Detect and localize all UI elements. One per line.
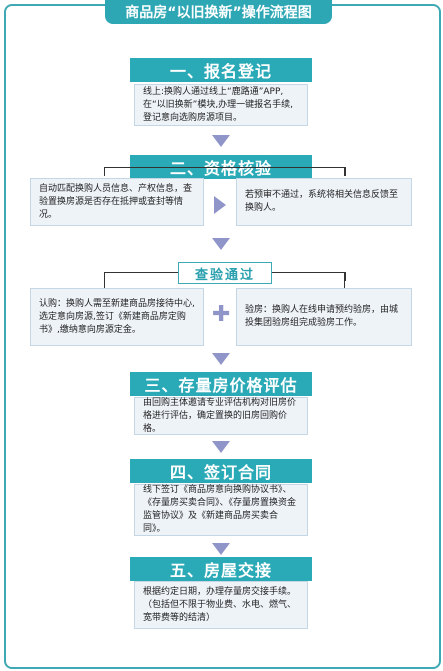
down-arrow-icon [212, 135, 230, 147]
step5-text: 根据约定日期，办理存量房交接手续。（包括但不限于物业费、水电、燃气、宽带费等的结… [143, 586, 297, 623]
step2-right-box: 若预审不通过，系统将相关信息反馈至换购人。 [236, 178, 412, 226]
flowchart-title: 商品房“以旧换新”操作流程图 [105, 0, 332, 24]
verify-passed-label: 查验通过 [178, 262, 272, 284]
down-arrow-icon [212, 543, 230, 555]
step2-left-box: 自动匹配换购人员信息、产权信息，查验置换房源是否存在抵押或查封等情况。 [30, 178, 204, 226]
step3-text: 由回购主体邀请专业评估机构对旧房价格进行评估，确定置换的旧房回购价格。 [143, 397, 297, 434]
step4-text-box: 线下签订《商品房意向换购协议书》、《存量房买卖合同》、《存量房置换资金监管协议》… [134, 484, 308, 536]
right-arrow-icon [214, 196, 226, 214]
connector-line [104, 272, 105, 288]
step5-text-box: 根据约定日期，办理存量房交接手续。（包括但不限于物业费、水电、燃气、宽带费等的结… [134, 581, 308, 629]
step4-text: 线下签订《商品房意向换购协议书》、《存量房买卖合同》、《存量房置换资金监管协议》… [143, 485, 297, 534]
connector-line [344, 272, 345, 288]
step2-right-text: 若预审不通过，系统将相关信息反馈至换购人。 [245, 190, 399, 213]
step1-text: 线上:换购人通过线上“鹿路通”APP,在“以旧换新”模块,办理一键报名手续,登记… [143, 86, 294, 123]
step3-text-box: 由回购主体邀请专业评估机构对旧房价格进行评估，确定置换的旧房回购价格。 [134, 397, 308, 435]
down-arrow-icon [212, 353, 230, 365]
step4-banner: 四、签订合同 [130, 459, 312, 483]
connector-line [344, 167, 345, 176]
plus-icon: ✚ [212, 302, 231, 327]
connector-line [104, 167, 105, 176]
step1-text-box: 线上:换购人通过线上“鹿路通”APP,在“以旧换新”模块,办理一键报名手续,登记… [134, 84, 308, 126]
down-arrow-icon [212, 441, 230, 453]
step3-banner: 三、存量房价格评估 [130, 372, 312, 396]
verify-right-box: 验房：换购人在线申请预约验房，由城投集团验房组完成验房工作。 [236, 288, 412, 346]
down-arrow-icon [212, 238, 230, 250]
verify-right-text: 验房：换购人在线申请预约验房，由城投集团验房组完成验房工作。 [245, 305, 399, 328]
step5-banner: 五、房屋交接 [130, 557, 312, 581]
step1-banner: 一、报名登记 [130, 58, 312, 82]
bracket-connector [104, 167, 346, 176]
verify-left-box: 认购：换购人需至新建商品房接待中心,选定意向房源,签订《新建商品房定购书》,缴纳… [30, 288, 204, 346]
verify-left-text: 认购：换购人需至新建商品房接待中心,选定意向房源,签订《新建商品房定购书》,缴纳… [39, 298, 195, 335]
step2-left-text: 自动匹配换购人员信息、产权信息，查验置换房源是否存在抵押或查封等情况。 [39, 183, 193, 220]
